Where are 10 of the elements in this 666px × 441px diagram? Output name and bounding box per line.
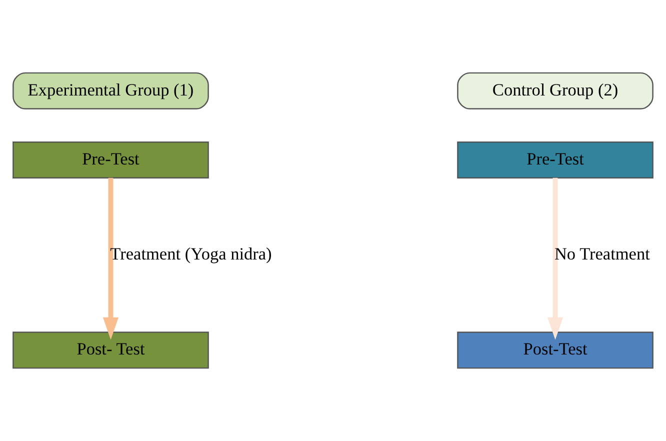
- arrow: [547, 178, 564, 340]
- node-box: Post- Test: [12, 332, 209, 369]
- arrow: [102, 178, 119, 340]
- node-box: Pre-Test: [457, 141, 654, 179]
- node-box: Experimental Group (1): [12, 72, 209, 110]
- node-box: Post-Test: [457, 332, 654, 369]
- node-box: Control Group (2): [457, 72, 654, 110]
- node-box: Pre-Test: [12, 141, 209, 179]
- edge-label: No Treatment: [554, 244, 650, 264]
- edge-label: Treatment (Yoga nidra): [110, 244, 272, 264]
